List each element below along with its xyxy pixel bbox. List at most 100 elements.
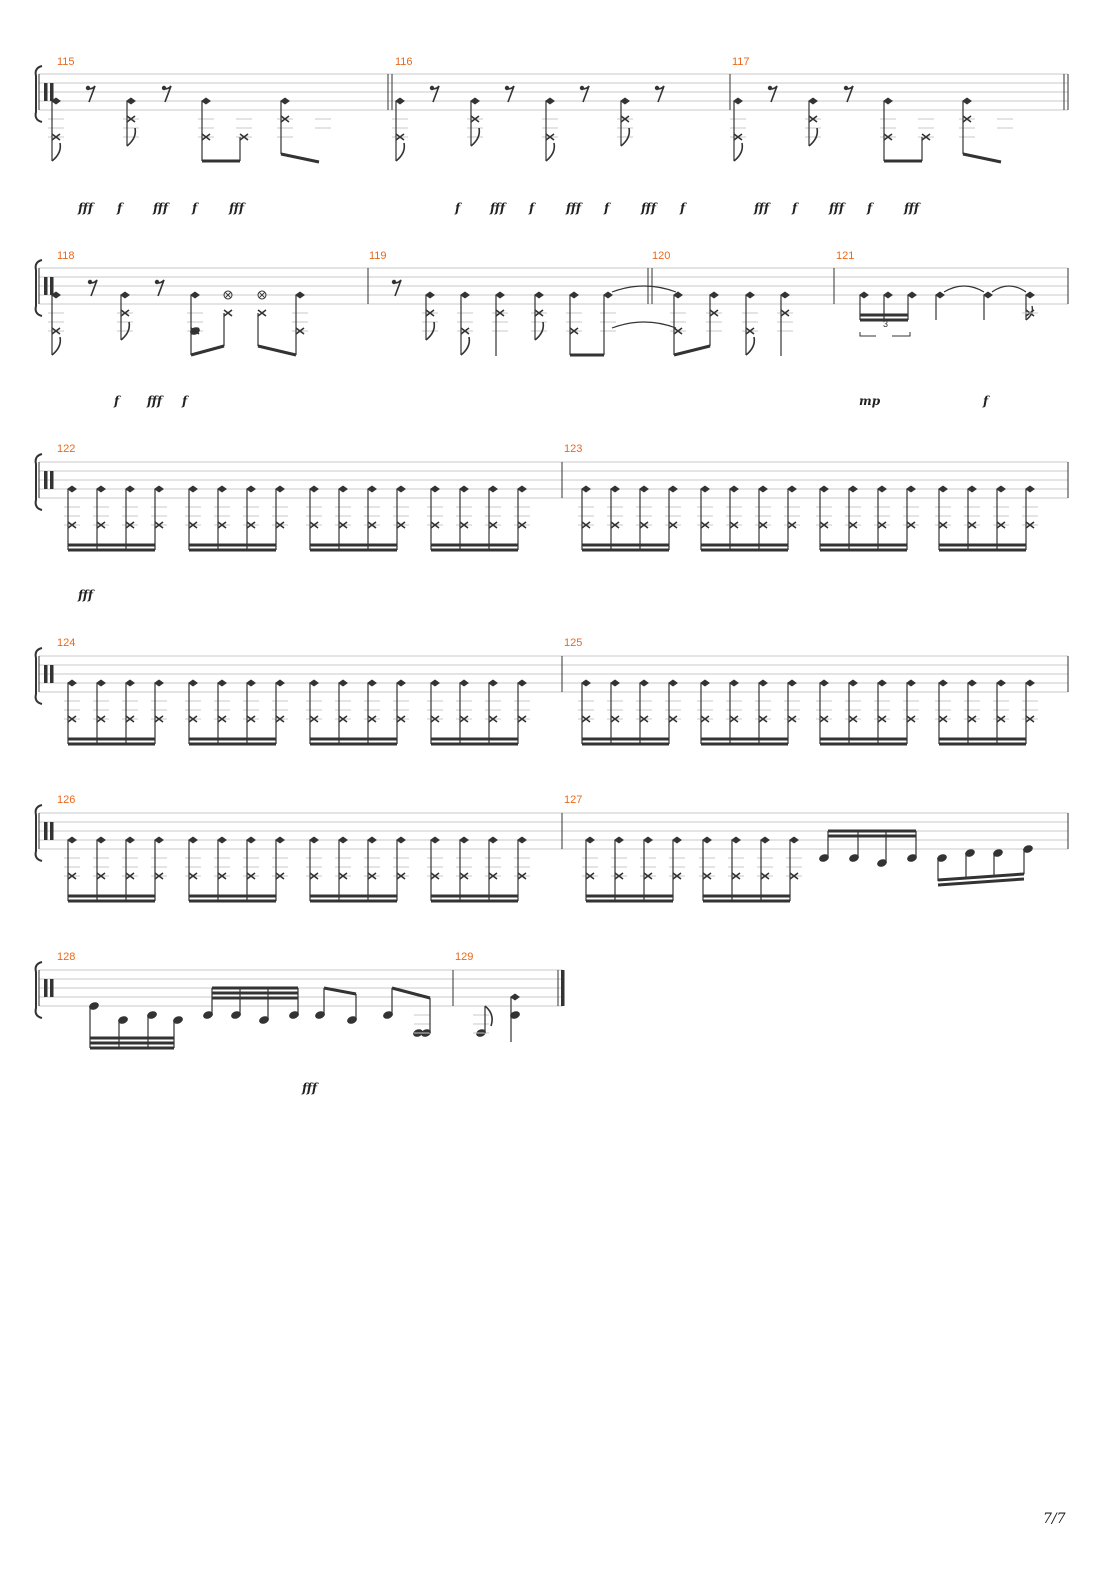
notehead-x [430,521,440,529]
notehead-cymbal [460,291,470,299]
percussion-clef [50,471,54,489]
notehead-cymbal [643,836,653,844]
note-flag [733,142,744,162]
notehead-x [700,715,710,723]
notehead-cymbal [780,291,790,299]
notehead-cymbal [459,679,469,687]
notehead-x [125,715,135,723]
note-flag [460,336,471,356]
notehead-x [239,133,249,141]
notehead-x [517,715,527,723]
measure-number: 123 [564,443,582,455]
notehead-cymbal [367,836,377,844]
notehead [849,854,859,862]
notehead-cymbal [517,679,527,687]
notehead-x [967,715,977,723]
notehead-x [672,872,682,880]
notehead-x [581,715,591,723]
notehead-cymbal [673,291,683,299]
notehead-cymbal [495,291,505,299]
notehead-x [819,715,829,723]
notehead-x [789,872,799,880]
notehead-x [459,872,469,880]
notehead-x [517,872,527,880]
notehead-cymbal [983,291,993,299]
notehead-cymbal [488,679,498,687]
system-3 [34,453,1069,552]
percussion-clef [44,471,48,489]
tie [611,321,677,329]
notehead-x [731,872,741,880]
tuplet-bracket [859,332,911,337]
notehead-cymbal [859,291,869,299]
notehead-cymbal [125,836,135,844]
notehead-x [906,715,916,723]
notehead-cymbal [883,291,893,299]
notehead [510,1011,520,1019]
notehead-x [309,872,319,880]
notehead-cymbal [745,291,755,299]
notehead-x [488,521,498,529]
system-1 [34,65,1069,164]
notehead-x [729,715,739,723]
notehead-x [495,309,505,317]
eighth-rest [89,279,98,297]
percussion-clef [50,665,54,683]
notehead-cymbal [275,836,285,844]
notehead-x [201,133,211,141]
measure-number: 126 [57,794,75,806]
notehead-cymbal [367,485,377,493]
notehead-x [96,715,106,723]
system-bracket [34,647,43,705]
notehead-x [425,309,435,317]
eighth-rest [393,279,402,297]
notehead-x [488,872,498,880]
notehead-cymbal [154,836,164,844]
measure-number: 124 [57,637,75,649]
note-flag [808,127,819,147]
eighth-rest [156,279,165,297]
notehead-x [470,115,480,123]
notehead-x [51,327,61,335]
notehead [819,854,829,862]
notehead-cymbal [700,485,710,493]
notehead-cymbal [295,291,305,299]
eighth-rest [656,85,665,103]
notehead-cymbal [188,485,198,493]
note-flag [51,142,62,162]
notehead-cymbal [758,485,768,493]
page-number: 7/7 [1043,1511,1066,1527]
notehead-x [610,715,620,723]
notehead-x [585,872,595,880]
note-flag [534,321,545,341]
notehead-cymbal [510,993,520,1001]
notehead-cymbal [819,679,829,687]
measure-number: 128 [57,951,75,963]
notehead-cymbal [620,97,630,105]
notehead-cymbal [188,836,198,844]
notehead-x [188,521,198,529]
notehead-x [545,133,555,141]
notehead-x [430,872,440,880]
notehead-circled-x [224,291,232,299]
notehead-cymbal [430,836,440,844]
notehead-x [430,715,440,723]
notehead-cymbal [309,485,319,493]
notehead-x [275,521,285,529]
note-beam [673,344,711,357]
eighth-rest [506,85,515,103]
notehead-cymbal [1025,291,1035,299]
note-beam [190,344,225,357]
notehead-cymbal [967,679,977,687]
notehead-x [758,715,768,723]
notehead-cymbal [125,485,135,493]
notehead-x [883,133,893,141]
notehead-x [367,872,377,880]
notehead-cymbal [125,679,135,687]
notehead-cymbal [338,836,348,844]
notehead-x [639,521,649,529]
notehead-x [51,133,61,141]
dynamic-marking: mp [859,394,881,408]
notehead-x [460,327,470,335]
eighth-rest [581,85,590,103]
